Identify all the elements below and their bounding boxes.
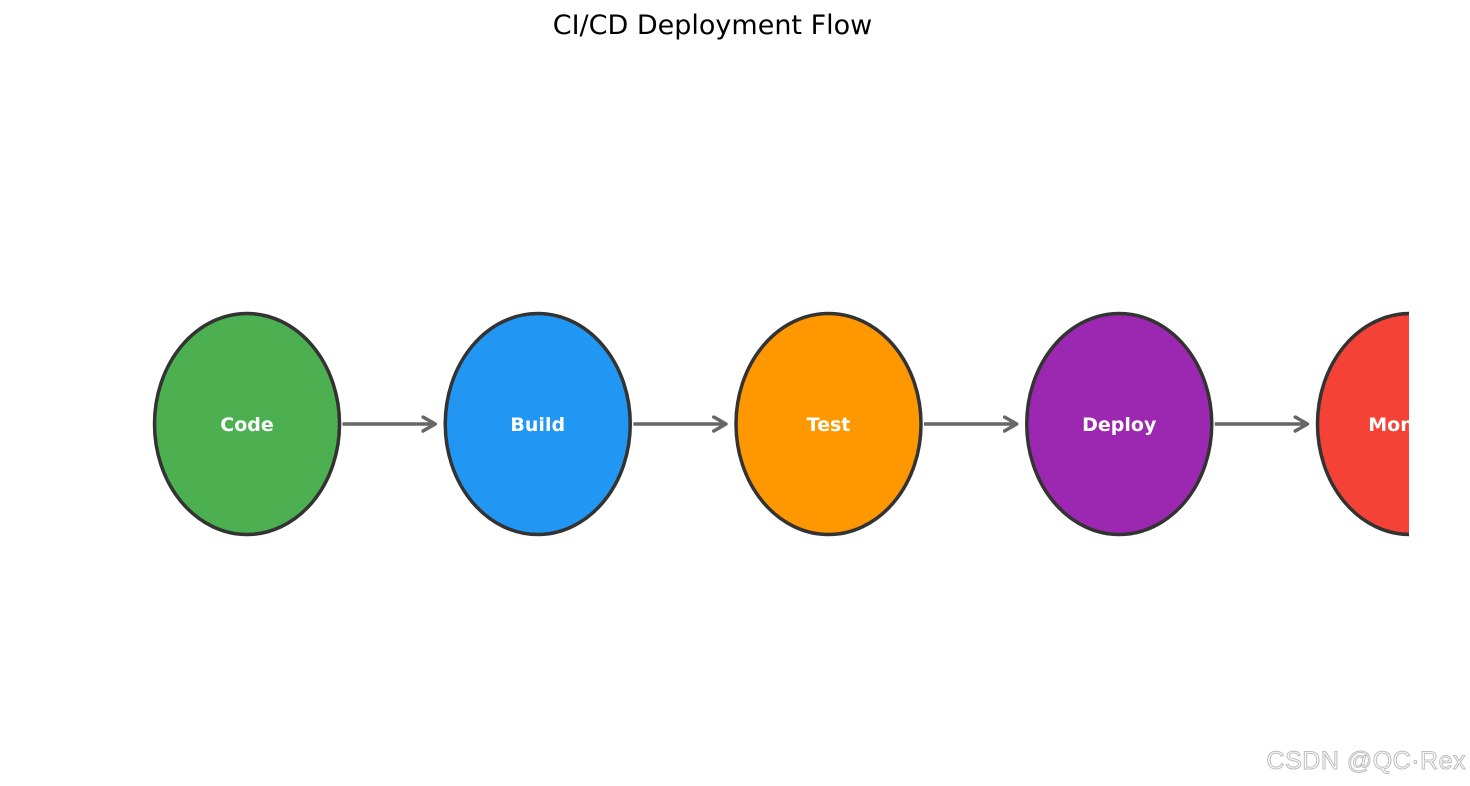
stage-node-code: Code [152,311,342,537]
stage-ellipse [1025,311,1214,537]
stage-ellipse [1315,311,1409,537]
stage-label: Build [510,414,565,436]
stage-node-deploy: Deploy [1025,311,1214,537]
stage-ellipse [734,311,923,537]
nodes-group: Code Build Test Deploy Monitor [152,311,1452,537]
diagram-title: CI/CD Deployment Flow [552,10,873,41]
stage-label: Monitor [1368,414,1452,436]
stage-node-build: Build [443,311,632,537]
stage-ellipse [443,311,632,537]
stage-node-monitor: Monitor [1315,311,1452,537]
stage-node-test: Test [734,311,923,537]
stage-ellipse [152,311,342,537]
stage-label: Test [807,414,851,436]
stage-label: Deploy [1082,414,1157,436]
stage-label: Code [220,414,273,436]
watermark: CSDN @QC·Rex [1266,747,1466,776]
